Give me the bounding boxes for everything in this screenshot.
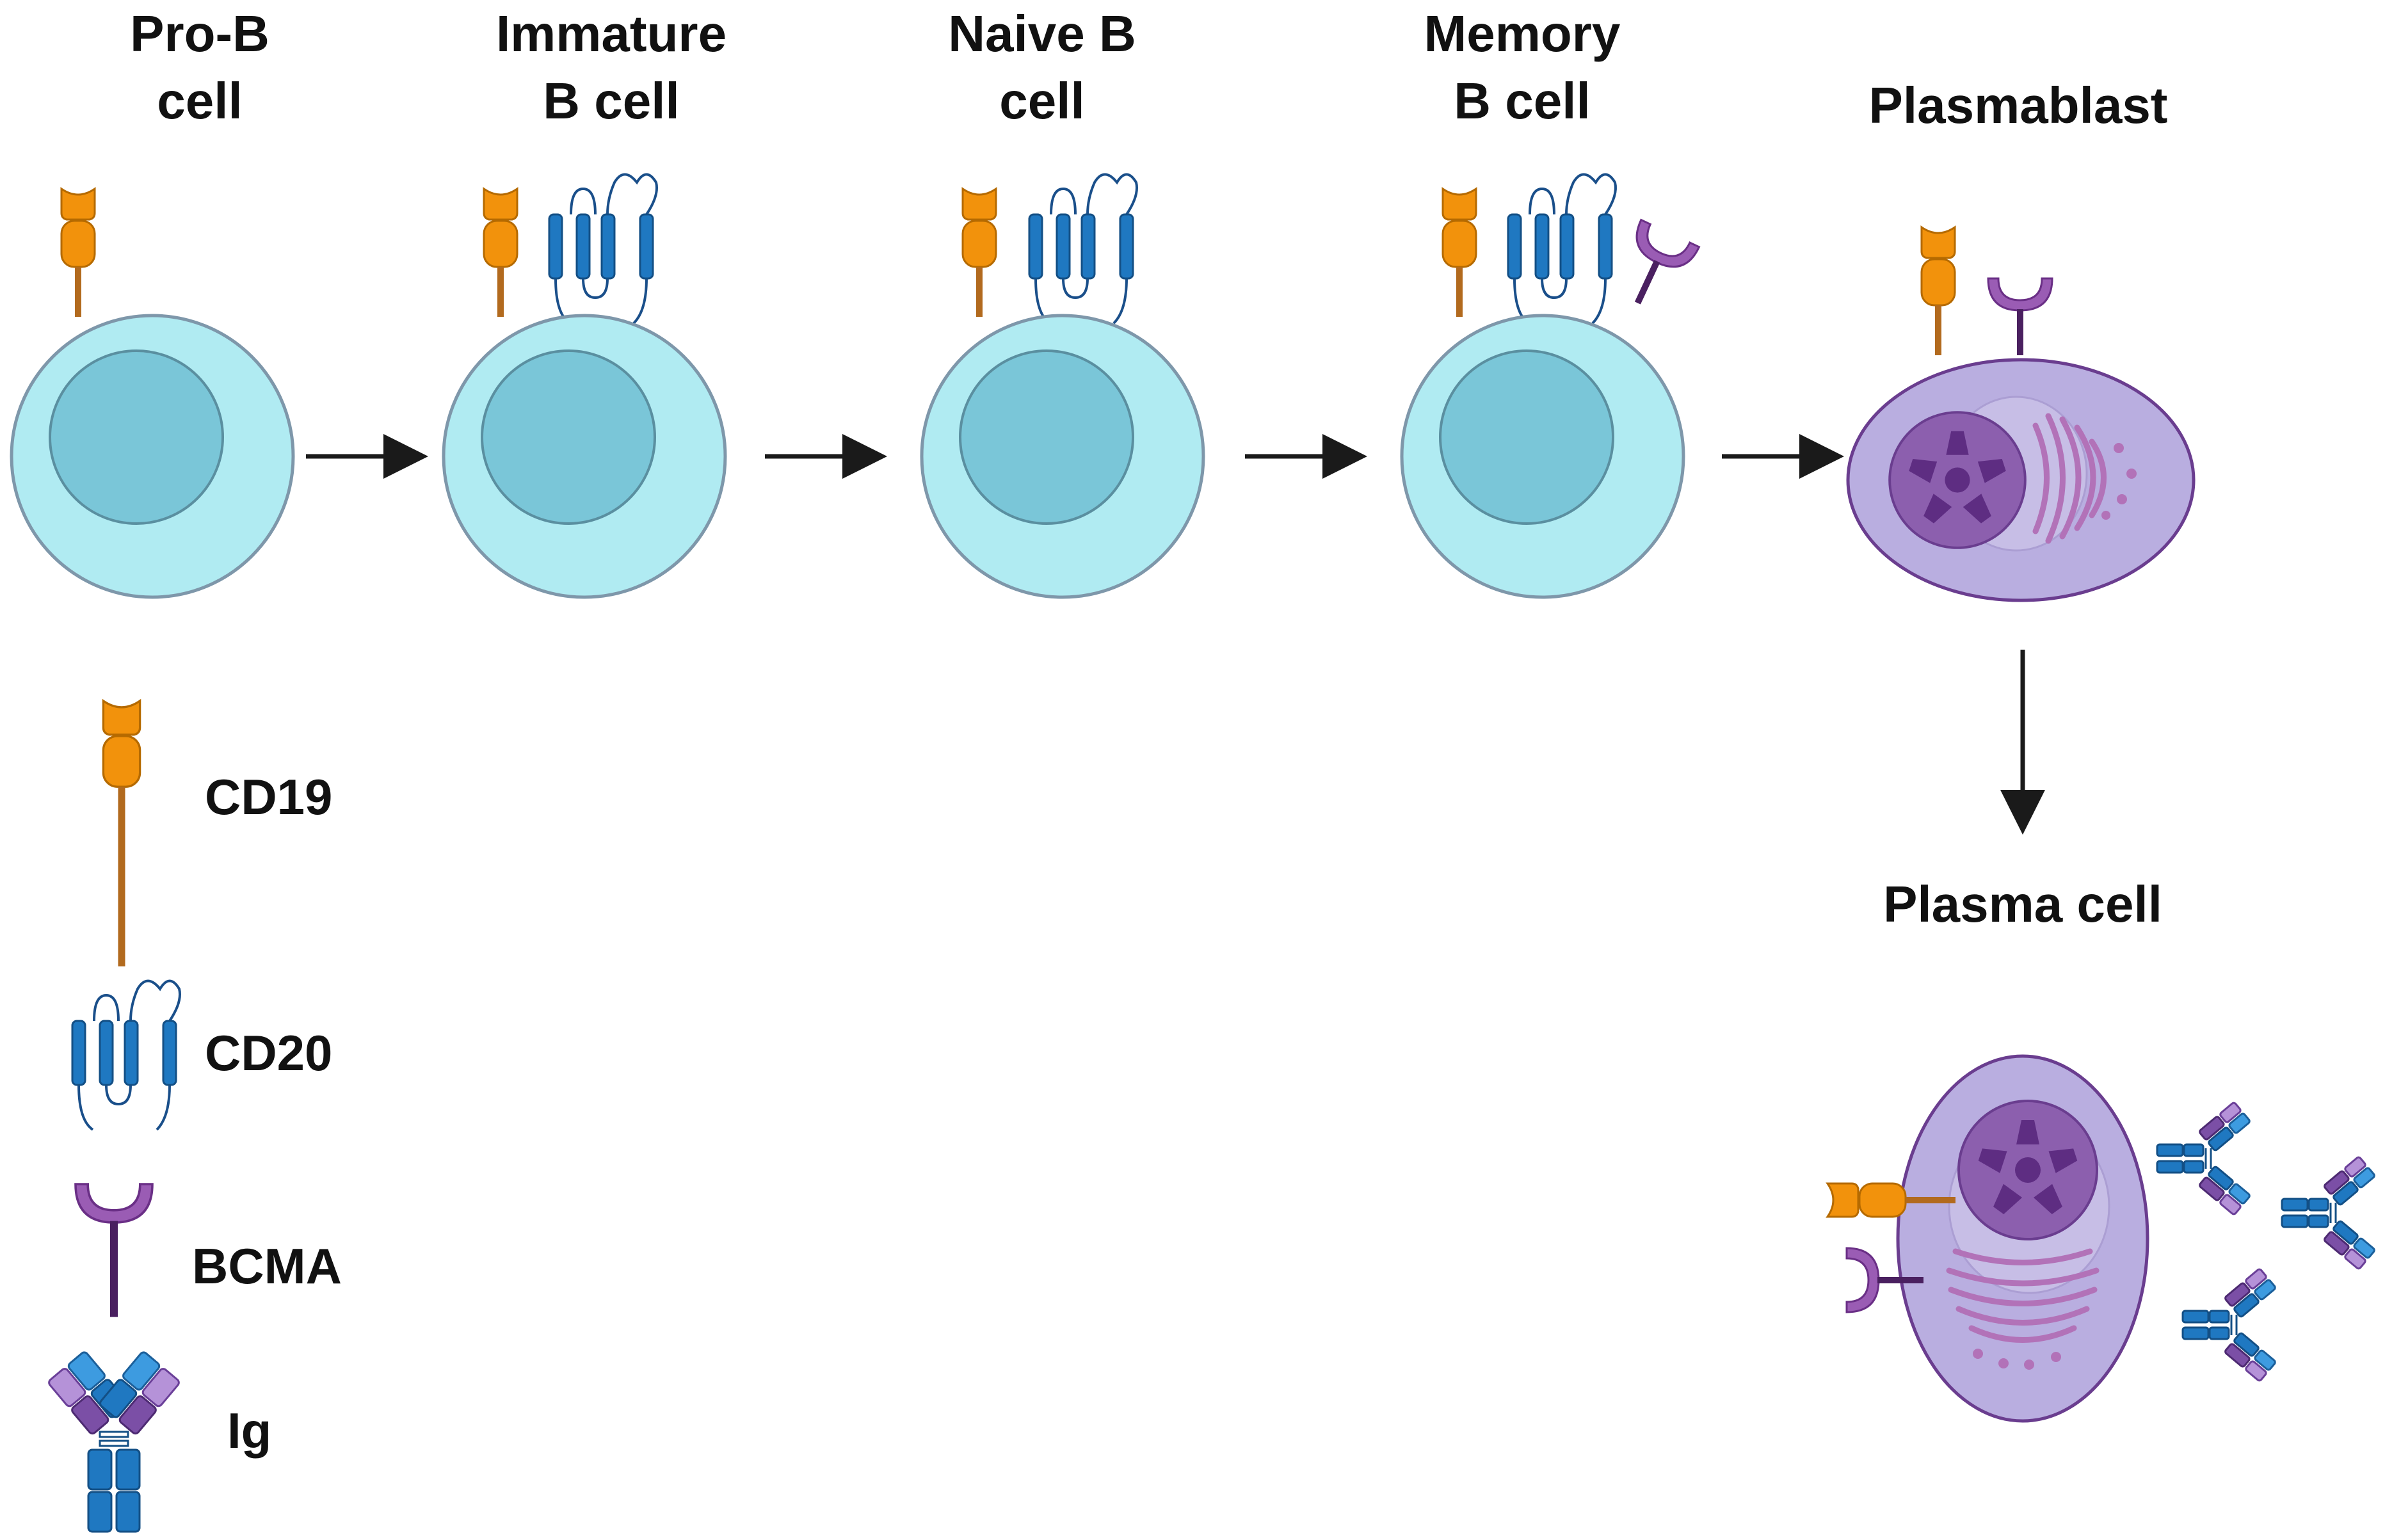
ig-secreted-antibody — [2156, 1101, 2252, 1216]
b-cell-body — [1402, 316, 1683, 597]
legend-label-bcma: BCMA — [192, 1238, 342, 1294]
stage-label-immature-b-line1: Immature — [496, 5, 727, 62]
cell-naive-b — [922, 173, 1203, 598]
legend-item-bcma: BCMA — [74, 1183, 342, 1317]
plasmablast-nucleus — [1888, 411, 2027, 549]
stage-label-naive-b-line1: Naive B — [948, 5, 1136, 62]
stage-label-naive-b-line2: cell — [999, 72, 1084, 129]
stage-label-immature-b-line2: B cell — [543, 72, 679, 129]
stage-label-memory-b-line2: B cell — [1454, 72, 1590, 129]
cd19-marker — [1920, 226, 1956, 357]
plasma-cell-nucleus — [1957, 1100, 2098, 1240]
cd19-marker — [961, 188, 997, 318]
cell-immature-b — [444, 173, 725, 598]
cd19-marker — [483, 188, 518, 318]
legend-item-ig: Ig — [46, 1349, 271, 1533]
cd19-marker — [60, 188, 96, 318]
cell-plasma — [1826, 1054, 2377, 1423]
ig-secreted-antibody — [2281, 1155, 2377, 1271]
cd20-marker — [548, 173, 658, 325]
cd20-marker — [1028, 173, 1138, 325]
cell-memory-b — [1402, 173, 1700, 598]
stage-label-plasma-cell: Plasma cell — [1883, 876, 2162, 933]
legend-label-cd20: CD20 — [205, 1025, 332, 1081]
legend-item-cd19: CD19 — [102, 698, 332, 967]
progression-arrows — [306, 434, 2045, 835]
cell-plasmablast — [1846, 226, 2196, 602]
stage-label-pro-b-line2: cell — [157, 72, 242, 129]
cd20-icon — [71, 979, 181, 1131]
ig-secreted-antibody — [2181, 1267, 2277, 1383]
vesicles — [1973, 1349, 2061, 1370]
endoplasmic-reticulum — [1946, 1248, 2100, 1343]
bcma-marker — [1607, 219, 1700, 318]
ig-icon — [46, 1349, 182, 1533]
cell-pro-b — [12, 188, 293, 597]
cd19-marker — [1441, 188, 1477, 318]
b-cell-body — [922, 316, 1203, 597]
endoplasmic-reticulum — [2032, 413, 2107, 544]
legend-label-cd19: CD19 — [205, 769, 332, 825]
stage-label-pro-b-line1: Pro-B — [130, 5, 269, 62]
legend-label-ig: Ig — [227, 1402, 271, 1459]
vesicles — [2101, 443, 2137, 520]
b-cell-body — [12, 316, 293, 597]
b-cell-body — [444, 316, 725, 597]
legend: CD19 CD20 BCMA Ig — [46, 698, 342, 1533]
stage-label-memory-b-line1: Memory — [1424, 5, 1621, 62]
cd20-marker — [1507, 173, 1617, 325]
legend-item-cd20: CD20 — [71, 979, 332, 1131]
stage-label-plasmablast: Plasmablast — [1869, 77, 2168, 134]
bcma-marker — [1987, 277, 2053, 357]
